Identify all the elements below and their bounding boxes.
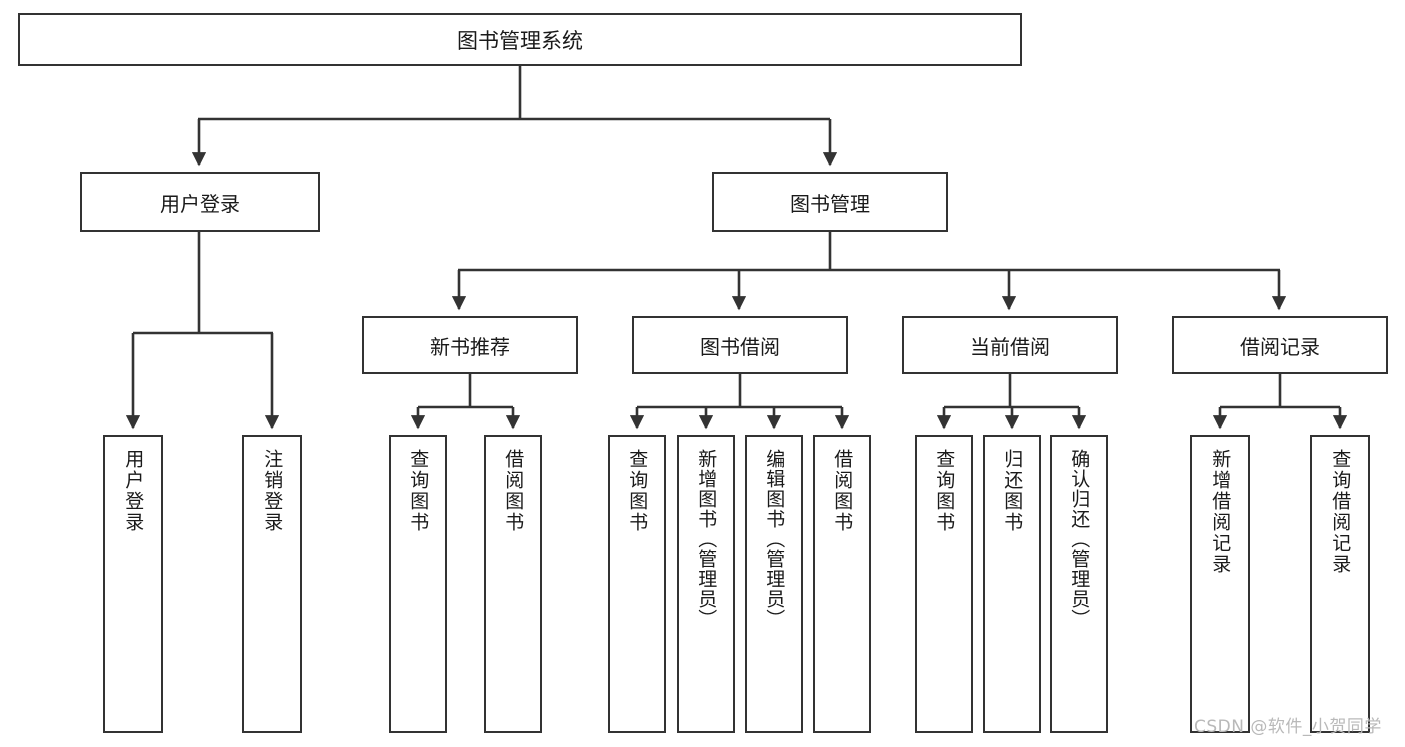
node-leaf-query-book-1[interactable]: 查询图书 [389,435,447,733]
node-leaf-add-record[interactable]: 新增借阅记录 [1190,435,1250,733]
node-current-borrow-label: 当前借阅 [970,334,1050,359]
node-book-borrow[interactable]: 图书借阅 [632,316,848,374]
node-leaf-user-logout-label: 注销登录 [261,449,284,533]
node-leaf-user-logout[interactable]: 注销登录 [242,435,302,733]
node-leaf-borrow-book-2-label: 借阅图书 [831,449,854,533]
node-root[interactable]: 图书管理系统 [18,13,1022,66]
watermark: CSDN @软件_小贺同学 [1194,717,1382,737]
node-leaf-query-record[interactable]: 查询借阅记录 [1310,435,1370,733]
node-leaf-query-book-2[interactable]: 查询图书 [608,435,666,733]
node-book-manage-label: 图书管理 [790,191,870,216]
node-leaf-user-login-label: 用户登录 [122,449,145,533]
node-leaf-query-book-2-label: 查询图书 [626,449,649,533]
node-book-borrow-label: 图书借阅 [700,334,780,359]
node-leaf-return-book[interactable]: 归还图书 [983,435,1041,733]
node-leaf-confirm-return[interactable]: 确认归还（管理员） [1050,435,1108,733]
node-leaf-query-book-3-label: 查询图书 [933,449,956,533]
node-leaf-add-book[interactable]: 新增图书（管理员） [677,435,735,733]
node-leaf-borrow-book-1[interactable]: 借阅图书 [484,435,542,733]
node-leaf-borrow-book-2[interactable]: 借阅图书 [813,435,871,733]
node-leaf-confirm-return-label: 确认归还（管理员） [1068,449,1091,629]
node-leaf-return-book-label: 归还图书 [1001,449,1024,533]
node-new-book-rec[interactable]: 新书推荐 [362,316,578,374]
node-leaf-edit-book-label: 编辑图书（管理员） [763,449,786,629]
node-root-label: 图书管理系统 [457,28,583,53]
node-leaf-user-login[interactable]: 用户登录 [103,435,163,733]
node-borrow-record[interactable]: 借阅记录 [1172,316,1388,374]
node-leaf-edit-book[interactable]: 编辑图书（管理员） [745,435,803,733]
node-new-book-rec-label: 新书推荐 [430,334,510,359]
node-leaf-borrow-book-1-label: 借阅图书 [502,449,525,533]
node-user-login-label: 用户登录 [160,191,240,216]
node-user-login[interactable]: 用户登录 [80,172,320,232]
node-leaf-add-book-label: 新增图书（管理员） [695,449,718,629]
node-book-manage[interactable]: 图书管理 [712,172,948,232]
node-leaf-query-record-label: 查询借阅记录 [1329,449,1352,575]
node-borrow-record-label: 借阅记录 [1240,334,1320,359]
node-current-borrow[interactable]: 当前借阅 [902,316,1118,374]
node-leaf-query-book-1-label: 查询图书 [407,449,430,533]
node-leaf-query-book-3[interactable]: 查询图书 [915,435,973,733]
node-leaf-add-record-label: 新增借阅记录 [1209,449,1232,575]
